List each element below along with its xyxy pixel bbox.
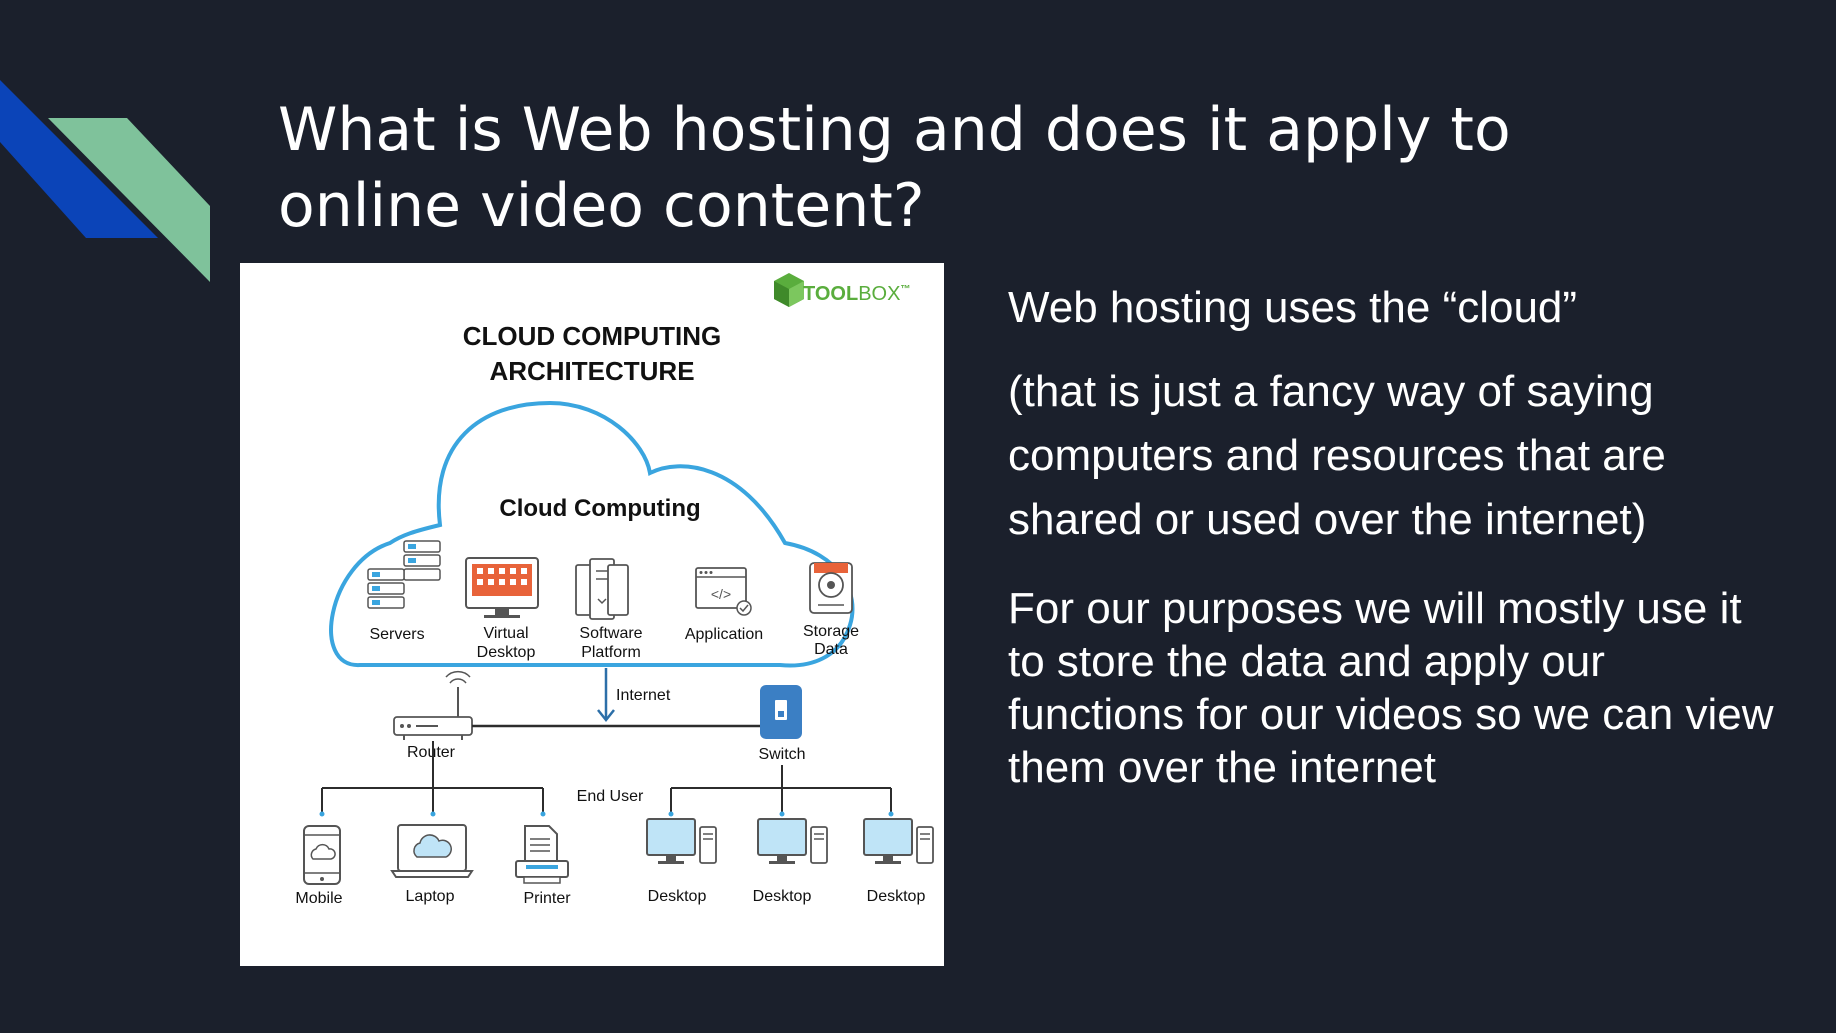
svg-text:</>: </> — [711, 586, 731, 602]
virtual-desktop-icon — [465, 557, 539, 618]
slide-title-line-1: What is Web hosting and does it apply to — [278, 95, 1511, 165]
corner-accent-decoration — [0, 80, 210, 282]
router-icon — [393, 670, 473, 740]
software-platform-label-1: Software — [579, 625, 642, 642]
desktop-1-label: Desktop — [648, 888, 707, 905]
switch-label: Switch — [758, 746, 805, 763]
application-icon: </> — [695, 567, 752, 616]
end-user-label: End User — [577, 788, 644, 805]
diagram-title-line-2: ARCHITECTURE — [489, 356, 694, 386]
slide-title-line-2: online video content? — [278, 171, 925, 241]
virtual-desktop-label-2: Desktop — [477, 644, 536, 661]
desktop-1-icon — [646, 818, 717, 864]
storage-data-icon — [809, 562, 853, 614]
svg-text:TOOLBOX™: TOOLBOX™ — [803, 283, 910, 305]
software-platform-label-2: Platform — [581, 644, 641, 661]
application-label: Application — [685, 626, 763, 643]
mobile-icon — [303, 825, 341, 885]
brand-trademark: ™ — [900, 284, 910, 295]
printer-label: Printer — [523, 890, 571, 907]
switch-device-tree — [670, 765, 892, 813]
laptop-label: Laptop — [406, 888, 455, 905]
storage-data-label-2: Data — [814, 641, 848, 658]
desktop-2-icon — [757, 818, 828, 864]
servers-label: Servers — [369, 626, 424, 643]
toolbox-logo: TOOLBOX™ — [774, 273, 910, 307]
cloud-label: Cloud Computing — [499, 495, 700, 522]
desktop-3-label: Desktop — [867, 888, 926, 905]
virtual-desktop-label-1: Virtual — [483, 625, 528, 642]
slide-body-text: Web hosting uses the “cloud” (that is ju… — [1008, 276, 1788, 794]
storage-data-label-1: Storage — [803, 623, 859, 640]
slide-title: What is Web hosting and does it apply to… — [278, 92, 1678, 244]
software-platform-icon — [575, 558, 629, 620]
laptop-icon — [390, 824, 474, 878]
paragraph-cloud-explanation: (that is just a fancy way of saying comp… — [1008, 367, 1666, 544]
router-device-tree — [321, 741, 544, 813]
paragraph-web-hosting-cloud: Web hosting uses the “cloud” — [1008, 283, 1578, 332]
router-label: Router — [407, 744, 456, 761]
paragraph-our-purposes: For our purposes we will mostly use it t… — [1008, 584, 1774, 792]
desktop-2-label: Desktop — [753, 888, 812, 905]
printer-icon — [515, 825, 569, 884]
brand-bold: TOOL — [803, 283, 858, 305]
mobile-label: Mobile — [295, 890, 342, 907]
cloud-architecture-diagram: TOOLBOX™ CLOUD COMPUTING ARCHITECTURE Cl… — [240, 263, 944, 966]
brand-light: BOX — [858, 283, 900, 305]
switch-icon — [760, 685, 802, 739]
desktop-3-icon — [863, 818, 934, 864]
internet-label: Internet — [616, 687, 671, 704]
servers-icon — [367, 540, 441, 609]
diagram-title-line-1: CLOUD COMPUTING — [463, 321, 722, 351]
